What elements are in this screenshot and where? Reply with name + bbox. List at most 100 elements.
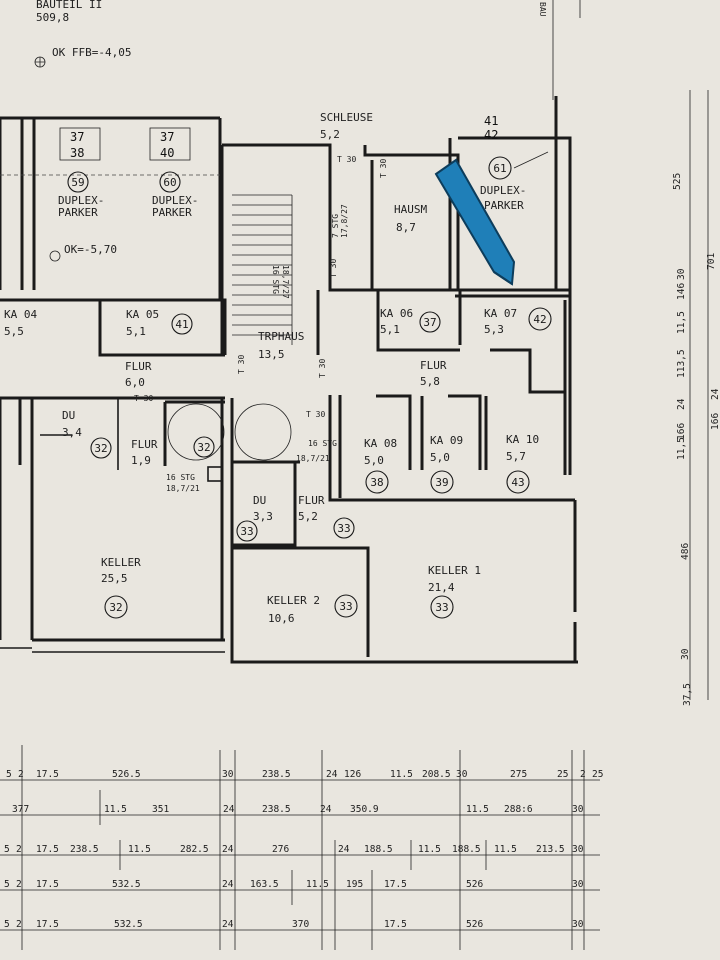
duplex-2-l1: DUPLEX- xyxy=(152,194,198,207)
dimension-chain-lines xyxy=(0,779,600,931)
rdim-11-5b: 11,5 xyxy=(676,437,687,460)
flur-left-area: 6,0 xyxy=(125,376,145,389)
dim-value-r4-10: 526 xyxy=(466,879,483,890)
dim-value-r1-5: 30 xyxy=(222,769,234,780)
spiral-stair-walls xyxy=(163,398,225,640)
dim-value-r1-7: 24 xyxy=(326,769,338,780)
dim-value-r2-9: 288:6 xyxy=(504,804,533,815)
badge-39-circle xyxy=(430,470,454,494)
dim-value-r1-11: 30 xyxy=(456,769,468,780)
dim-value-r2-10: 30 xyxy=(572,804,584,815)
dim-value-r2-6: 24 xyxy=(320,804,332,815)
dim-value-r2-4: 24 xyxy=(223,804,235,815)
rdim-486: 486 xyxy=(680,543,691,560)
keller-window-line xyxy=(0,647,225,653)
badge-33a-circle xyxy=(236,520,258,542)
duplex-hand-41: 41 xyxy=(484,114,498,128)
badge-33d-circle xyxy=(430,595,454,619)
badge-42-circle xyxy=(528,307,552,331)
dim-value-r1-12: 275 xyxy=(510,769,527,780)
dim-value-r1-6: 238.5 xyxy=(262,769,291,780)
hausm-area: 8,7 xyxy=(396,221,416,234)
dim-value-r3-6: 282.5 xyxy=(180,844,209,855)
dim-value-r1-14: 2 xyxy=(580,769,586,780)
ka10-name: KA 10 xyxy=(506,433,539,446)
du-left-walls xyxy=(40,398,119,470)
badge-32b: 32 xyxy=(197,441,210,454)
stair-c2: 18,7/21 xyxy=(296,454,330,463)
badge-32a-circle xyxy=(90,437,112,459)
rdim-525: 525 xyxy=(672,173,683,190)
badge-41: 41 xyxy=(175,318,188,331)
trphaus-area: 13,5 xyxy=(258,348,285,361)
duplex-hand-42: 42 xyxy=(484,128,498,142)
duplex-61-l2: PARKER xyxy=(484,199,524,212)
schleuse-name: SCHLEUSE xyxy=(320,111,373,124)
flur-mid-area: 5,2 xyxy=(298,510,318,523)
ka-row-right-walls xyxy=(316,290,570,394)
dim-value-r5-8: 526 xyxy=(466,919,483,930)
dim-value-r5-6: 370 xyxy=(292,919,309,930)
t30-5: T 30 xyxy=(318,359,327,378)
flur-right-area: 5,8 xyxy=(420,375,440,388)
ka06-area: 5,1 xyxy=(380,323,400,336)
dim-value-r4-5: 24 xyxy=(222,879,234,890)
rdim-30b: 30 xyxy=(680,648,691,660)
badge-61: 61 xyxy=(493,162,506,175)
ka06-name: KA 06 xyxy=(380,307,413,320)
dim-value-r4-4: 532.5 xyxy=(112,879,141,890)
badge-43-circle xyxy=(506,470,530,494)
keller1-area: 21,4 xyxy=(428,581,455,594)
flur-right-name: FLUR xyxy=(420,359,447,372)
dim-value-r4-3: 17.5 xyxy=(36,879,59,890)
duplex-box-1 xyxy=(59,127,101,161)
dim-value-r3-15: 30 xyxy=(572,844,584,855)
t30-6: T 30 xyxy=(134,394,153,403)
dim-value-r1-9: 11.5 xyxy=(390,769,413,780)
duplex-hand-38: 38 xyxy=(70,146,84,160)
dim-value-r3-9: 24 xyxy=(338,844,350,855)
ok-level-marker xyxy=(49,250,61,262)
stair-b2: 18,7/21 xyxy=(166,484,200,493)
badge-37: 37 xyxy=(423,316,436,329)
rdim-701: 701 xyxy=(706,253,717,270)
dim-value-r3-4: 238.5 xyxy=(70,844,99,855)
badge-33d: 33 xyxy=(435,601,448,614)
du-left-area: 3,4 xyxy=(62,426,82,439)
schleuse-area: 5,2 xyxy=(320,128,340,141)
dim-value-r3-8: 276 xyxy=(272,844,289,855)
badge-59: 59 xyxy=(71,176,84,189)
badge-33b: 33 xyxy=(337,522,350,535)
dim-value-r1-4: 526.5 xyxy=(112,769,141,780)
dim-value-r1-3: 17.5 xyxy=(36,769,59,780)
dim-value-r4-8: 195 xyxy=(346,879,363,890)
duplex-61-walls xyxy=(458,96,572,290)
badge-32c: 32 xyxy=(109,601,122,614)
stair-treads xyxy=(232,194,292,336)
flur-mid-name: FLUR xyxy=(298,494,325,507)
stair-a: 16 STG xyxy=(271,265,280,294)
duplex-2-l2: PARKER xyxy=(152,206,192,219)
dim-value-r1-13: 25 xyxy=(557,769,568,780)
t30-2: T 30 xyxy=(329,259,338,278)
rdim-11-5a: 11,5 xyxy=(676,311,687,334)
bauteil-label: BAUTEIL II xyxy=(36,0,102,11)
dimension-ticks xyxy=(21,745,585,950)
blue-pen-icon xyxy=(434,158,516,286)
dim-value-r5-7: 17.5 xyxy=(384,919,407,930)
rdim-37-5: 37,5 xyxy=(682,683,693,706)
badge-33c-circle xyxy=(334,594,358,618)
rdim-166: 166 xyxy=(676,423,687,440)
badge-32c-circle xyxy=(104,595,128,619)
dim-value-r1-15: 25 xyxy=(592,769,603,780)
flur-small-area: 1,9 xyxy=(131,454,151,467)
rdim-24: 24 xyxy=(676,398,687,410)
badge-59-circle xyxy=(67,171,89,193)
duplex-hand-37a: 37 xyxy=(70,130,84,144)
ka04-name: KA 04 xyxy=(4,308,37,321)
dim-value-r3-7: 24 xyxy=(222,844,234,855)
badge-42: 42 xyxy=(533,313,546,326)
stair-b: 16 STG xyxy=(166,473,195,482)
ka05-area: 5,1 xyxy=(126,325,146,338)
